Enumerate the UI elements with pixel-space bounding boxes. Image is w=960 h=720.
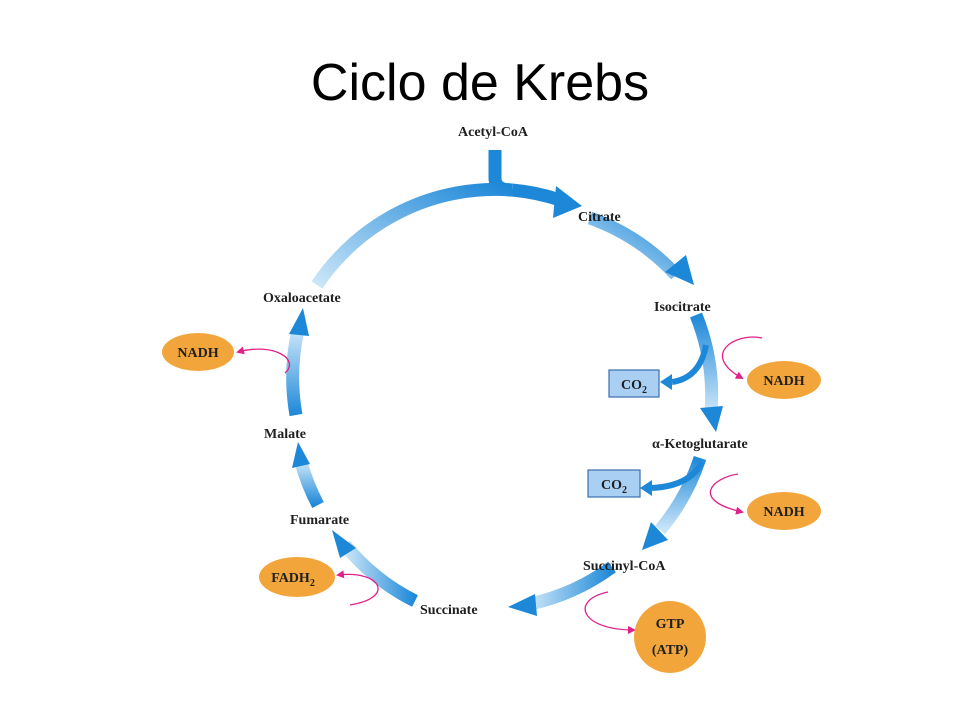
gtp-label: GTP xyxy=(656,617,685,632)
nadh-arrow-2 xyxy=(721,336,763,379)
arc-malate-to-oxaloacetate xyxy=(286,328,305,417)
co2-box-2 xyxy=(587,469,641,498)
label-isocitrate: Isocitrate xyxy=(654,300,711,315)
co2-label-2: CO2 xyxy=(601,478,627,496)
label-oxaloacetate: Oxaloacetate xyxy=(263,291,341,306)
nadh-oval-1 xyxy=(162,333,234,371)
co2-branch-arrowhead-2 xyxy=(640,480,652,496)
arrowhead-succinate xyxy=(508,594,537,616)
slide-title: Ciclo de Krebs xyxy=(310,54,650,112)
nadh-oval-3 xyxy=(747,492,821,530)
arc-top-to-citrate xyxy=(511,183,563,207)
arrowhead-citrate xyxy=(553,186,582,218)
label-citrate: Citrate xyxy=(578,210,621,225)
nadh-label-3: NADH xyxy=(763,505,804,520)
nadh-arrow-1 xyxy=(236,346,291,374)
nadh-oval-2 xyxy=(747,361,821,399)
gtp-circle xyxy=(634,601,706,673)
label-succinate: Succinate xyxy=(420,603,478,618)
label-fumarate: Fumarate xyxy=(290,513,349,528)
arrowhead-akg xyxy=(700,406,723,432)
arc-succinyl-coa-to-succinate xyxy=(528,561,616,611)
arc-fumarate-to-malate xyxy=(294,460,324,509)
arrowhead-malate xyxy=(292,442,310,468)
label-alpha-ketoglutarate: α-Ketoglutarate xyxy=(652,437,748,452)
co2-branch-arrowhead-1 xyxy=(660,374,672,390)
arrowhead-isocitrate xyxy=(665,255,694,285)
label-malate: Malate xyxy=(264,427,306,442)
atp-label: (ATP) xyxy=(652,643,689,658)
arrowhead-oxaloacetate xyxy=(289,308,309,336)
nadh-label-1: NADH xyxy=(177,346,218,361)
gtp-arrow xyxy=(584,591,636,634)
nadh-arrow-3 xyxy=(709,473,744,515)
fadh2-arrow xyxy=(336,570,379,606)
nadh-label-2: NADH xyxy=(763,374,804,389)
co2-branch-arrow-1 xyxy=(671,344,709,385)
co2-branch-arrow-2 xyxy=(651,460,705,491)
fadh2-oval xyxy=(259,557,335,597)
arc-isocitrate-to-akg xyxy=(689,312,719,413)
label-acetyl-coa: Acetyl-CoA xyxy=(458,125,529,140)
arrowhead-fumarate xyxy=(332,530,356,558)
co2-box-1 xyxy=(608,369,660,398)
arc-oxaloacetate-to-citrate xyxy=(311,182,513,289)
label-succinyl-coa: Succinyl-CoA xyxy=(583,559,666,574)
co2-label-1: CO2 xyxy=(621,378,647,396)
arrowhead-succinyl-coa xyxy=(642,522,668,550)
arc-citrate-to-isocitrate xyxy=(587,211,681,280)
arc-succinate-to-fumarate xyxy=(339,540,418,607)
fadh2-label: FADH2 xyxy=(271,571,315,589)
